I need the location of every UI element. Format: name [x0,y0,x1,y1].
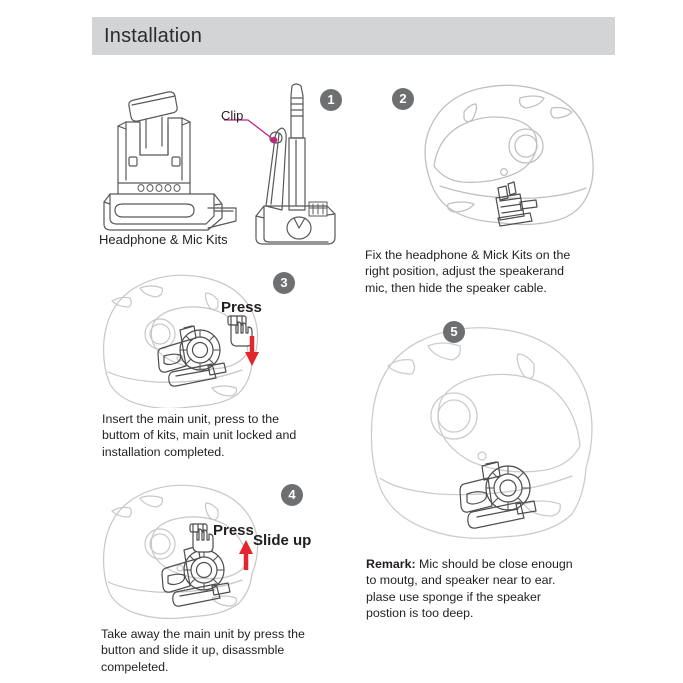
step-1-caption: Headphone & Mic Kits [99,232,228,247]
clip-label: Clip [221,108,244,123]
slide-up-label: Slide up [253,532,312,549]
step-4-caption: Take away the main unit by press the but… [101,627,305,674]
press-label: Press [221,299,262,316]
up-arrow-icon [239,540,253,570]
step-badge-5: 5 [443,321,465,343]
helmet-right-facing-illustration [424,84,594,227]
step-1-panel: Clip 1 [96,78,366,253]
press-hand-icon [227,315,253,347]
header-bar [92,17,615,55]
remark-block: Remark: Mic should be close enougn to mo… [366,556,611,622]
step-badge-3: 3 [273,272,295,294]
remark-label: Remark: [366,557,416,571]
step-4-panel: Press Slide up 4 [100,474,340,619]
step-5-panel: 5 [368,316,618,556]
press-label: Press [213,522,254,539]
step-badge-1: 1 [320,89,342,111]
page-title: Installation [104,25,203,47]
step-badge-2: 2 [392,88,414,110]
down-arrow-icon [245,336,259,366]
step-3-caption: Insert the main unit, press to the butto… [102,412,297,459]
helmet-insert-unit-illustration [103,274,259,408]
step-badge-4: 4 [281,484,303,506]
helmet-final-mounted-illustration [370,327,593,539]
clip-leader-line [224,119,278,144]
step-3-panel: Press 3 [100,268,340,408]
step-2-panel: 2 [386,74,616,239]
helmet-remove-unit-illustration [103,484,259,619]
headphone-mic-kit-illustration [103,83,336,245]
step-2-caption: Fix the headphone & Mick Kits on the rig… [365,248,571,295]
remark-text: Mic should be close enougn to moutg, and… [366,557,573,621]
press-hand-icon [189,523,214,553]
